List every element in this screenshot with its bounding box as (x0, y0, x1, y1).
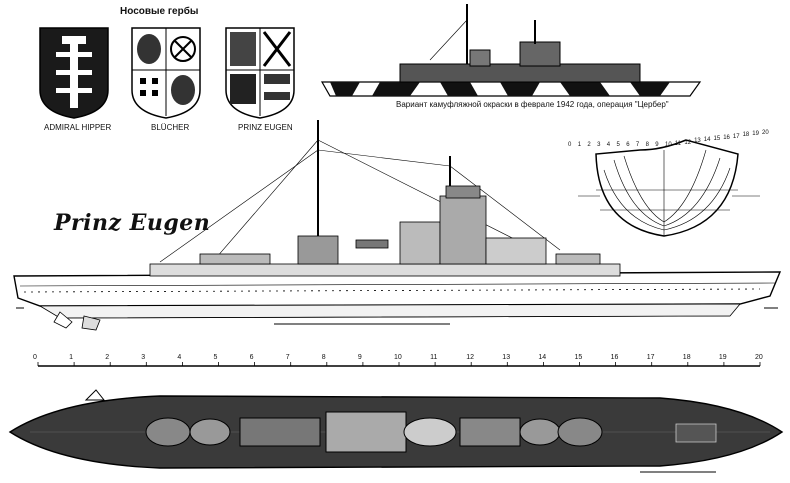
frame-number: 17 (732, 133, 740, 140)
heraldry-header: Носовые гербы (120, 6, 199, 17)
scale-label: 2 (105, 354, 110, 361)
side-elevation (13, 120, 782, 331)
frame-number: 15 (713, 136, 721, 142)
scale-label: 3 (141, 354, 146, 361)
scale-label: 7 (285, 354, 290, 361)
frame-number: 7 (635, 142, 640, 148)
scale-label: 9 (357, 354, 362, 361)
plan-view (8, 389, 784, 473)
frame-number: 14 (703, 137, 711, 144)
scale-label: 10 (394, 354, 402, 361)
crest-prinz-eugen (225, 27, 295, 119)
frame-number: 8 (645, 142, 649, 148)
hull-section (578, 139, 760, 237)
frame-number: 5 (616, 142, 620, 148)
frame-number: 0 (568, 142, 572, 148)
crest-bluecher (131, 27, 201, 119)
scale-label: 16 (610, 354, 619, 361)
ship-title: Prinz Eugen (54, 210, 211, 236)
frame-number: 11 (674, 140, 681, 147)
scale-label: 5 (213, 354, 218, 361)
scale-label: 13 (502, 354, 511, 361)
crest-label-bluecher: BLÜCHER (151, 123, 190, 132)
scale-ticks (37, 362, 761, 366)
frame-number: 9 (655, 142, 659, 148)
frame-number: 12 (684, 139, 692, 146)
crest-admiral-hipper (39, 27, 109, 119)
frame-number: 13 (694, 138, 701, 145)
frame-number: 2 (587, 142, 591, 148)
scale-label: 17 (646, 354, 655, 361)
scale-label: 18 (682, 354, 691, 361)
scale-label: 1 (69, 354, 73, 361)
scale-label: 14 (538, 354, 547, 361)
frame-number: 1 (577, 142, 582, 148)
frame-number: 10 (665, 142, 672, 148)
scale-label: 8 (321, 354, 326, 361)
camouflage-caption: Вариант камуфляжной окраски в феврале 19… (396, 100, 669, 109)
crest-label-admiral-hipper: ADMIRAL HIPPER (44, 123, 112, 132)
crest-label-prinz-eugen: PRINZ EUGEN (238, 123, 293, 132)
camouflage-profile (320, 4, 702, 97)
scale-label: 12 (466, 354, 474, 361)
scale-label: 4 (177, 354, 182, 361)
scale-label: 11 (430, 354, 438, 361)
frame-number: 19 (752, 131, 759, 138)
scale-label: 0 (33, 354, 37, 361)
frame-number: 6 (626, 142, 630, 148)
frame-number: 3 (597, 142, 601, 148)
scale-label: 6 (249, 354, 254, 361)
scale-label: 15 (574, 354, 583, 361)
frame-number: 18 (742, 132, 750, 139)
frame-number: 16 (723, 134, 730, 141)
scale-label: 20 (755, 354, 763, 361)
frame-number: 4 (606, 142, 611, 148)
scale-label: 19 (718, 354, 727, 361)
frame-number: 20 (762, 130, 769, 136)
